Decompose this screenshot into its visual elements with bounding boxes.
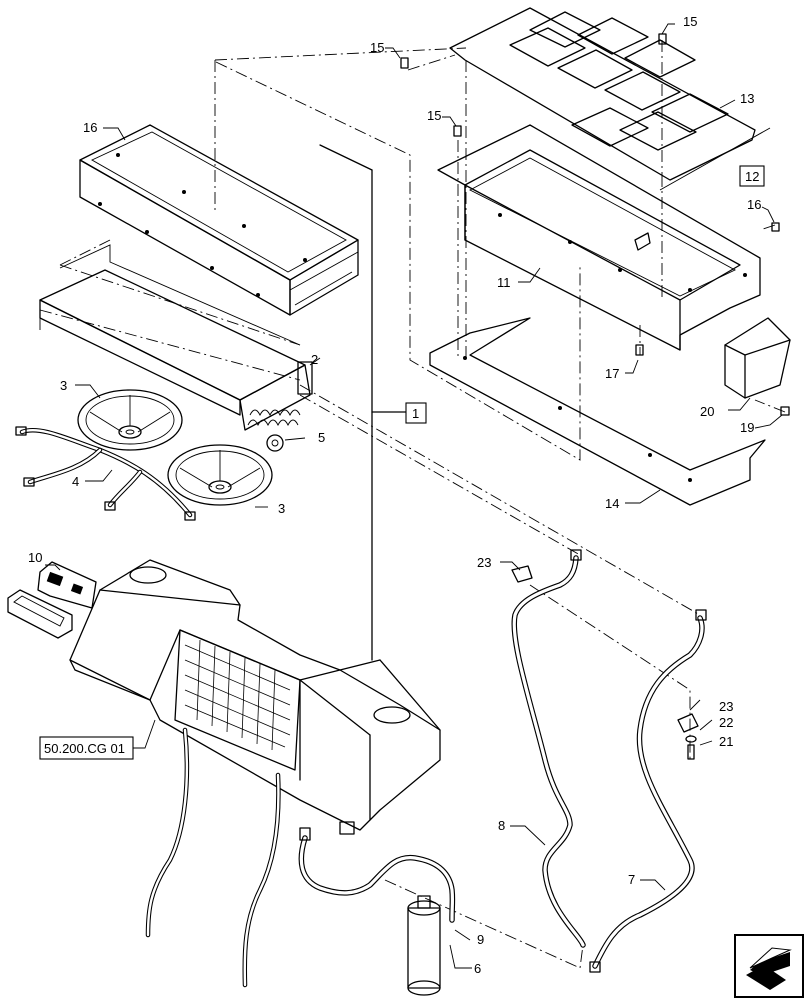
wire-harness [15,426,196,521]
blower-box [437,124,761,351]
callout-23-lower: 23 [719,699,733,714]
evaporator-housing [79,124,359,316]
hose-clamp [677,713,699,760]
callout-15-left: 15 [370,40,384,55]
callout-14: 14 [605,496,619,511]
leader-lines [45,23,783,969]
assembly-reference-line [319,144,407,661]
callout-17: 17 [605,366,619,381]
callout-10: 10 [28,550,42,565]
callout-9: 9 [477,932,484,947]
refrigerant-hose-8 [511,549,586,948]
top-cover-plate [449,7,756,181]
control-panel [7,561,97,639]
fasteners [400,33,790,416]
blower-fan-upper [77,389,183,451]
callout-1: 1 [412,406,419,421]
callout-8: 8 [498,818,505,833]
refrigerant-hose-7 [589,609,707,973]
callout-labels: 16 2 3 3 4 5 10 6 9 7 8 23 23 22 21 13 1… [28,14,761,976]
callout-2: 2 [311,352,318,367]
callout-23-upper: 23 [477,555,491,570]
callout-21: 21 [719,734,733,749]
next-page-arrow-icon[interactable] [734,934,804,998]
callout-18: 16 [83,120,97,135]
refrigerant-hose-9 [298,821,456,923]
cab-shroud [69,559,441,831]
callout-12: 12 [745,169,759,184]
callout-7: 7 [628,872,635,887]
base-plate [429,317,766,506]
bracket-cover [724,317,791,399]
cover-reference-line [659,127,771,191]
callout-13: 13 [740,91,754,106]
callout-5: 5 [318,430,325,445]
callout-3-lower: 3 [278,501,285,516]
shroud-grille [184,639,291,751]
receiver-drier [407,895,441,996]
callout-16: 16 [747,197,761,212]
reference-label: 50.200.CG 01 [44,741,125,756]
callout-11: 11 [497,275,511,290]
boxed-callout-1: 1 [405,402,427,424]
callout-22: 22 [719,715,733,730]
boxed-callout-12: 12 [739,165,765,187]
callout-6: 6 [474,961,481,976]
callout-15-right: 15 [683,14,697,29]
grommet [266,434,284,452]
evaporator-coil [39,244,313,431]
drain-tubes [145,727,281,988]
callout-20: 20 [700,404,714,419]
callout-15-mid: 15 [427,108,441,123]
callout-3-upper: 3 [60,378,67,393]
callout-19: 19 [740,420,754,435]
blower-fan-lower [167,444,273,506]
reference-box: 50.200.CG 01 [39,736,134,760]
callout-4: 4 [72,474,79,489]
